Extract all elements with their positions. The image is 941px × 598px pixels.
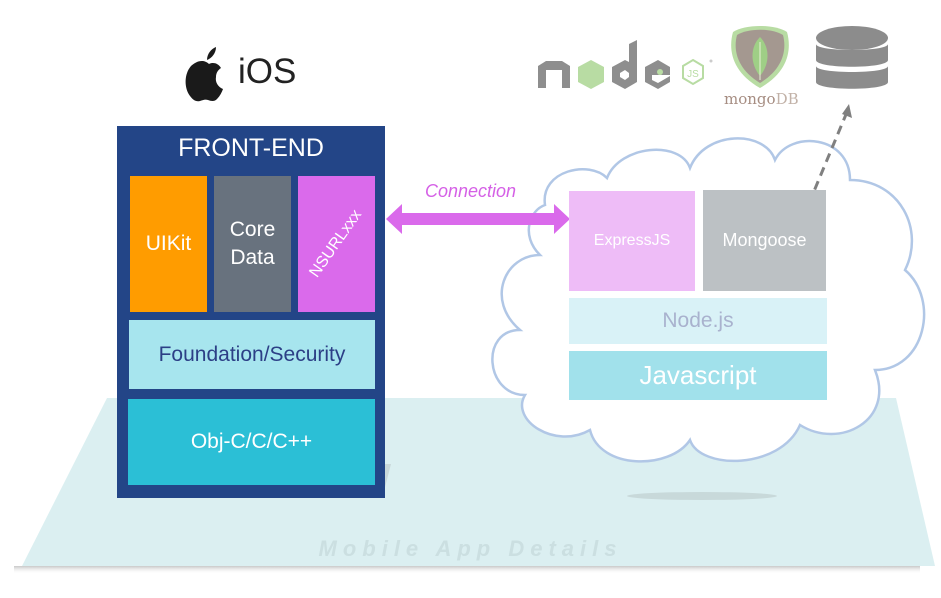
javascript-block: Javascript <box>569 351 827 400</box>
core-data-label-line2: Data <box>230 246 275 269</box>
foundation-security-block: Foundation/Security <box>129 320 375 389</box>
database-icon <box>816 26 888 89</box>
nodejs-label: Node.js <box>662 309 734 332</box>
platform-shadow <box>14 566 920 574</box>
foundation-security-label: Foundation/Security <box>158 342 346 366</box>
ios-label: iOS <box>238 52 297 91</box>
mongoose-label: Mongoose <box>722 230 807 250</box>
nsurl-label: NSURLxxx <box>306 206 366 281</box>
uikit-block: UIKit <box>130 176 207 312</box>
objc-block: Obj-C/C/C++ <box>128 399 375 485</box>
mongodb-leaf-icon <box>731 26 789 88</box>
apple-icon <box>185 47 223 102</box>
uikit-label: UIKit <box>145 232 192 255</box>
db-link-arrowhead-top <box>842 104 852 118</box>
cloud-shadow <box>627 492 777 500</box>
frontend-title: FRONT-END <box>178 134 324 162</box>
mongodb-word-mongo: mongo <box>724 90 776 108</box>
platform-label: Mobile App Details <box>318 536 623 561</box>
svg-text:JS: JS <box>687 69 699 80</box>
mongoose-block: Mongoose <box>703 190 826 291</box>
nodejs-logo-icon: JS <box>538 40 713 89</box>
javascript-label: Javascript <box>639 360 757 390</box>
nodejs-block: Node.js <box>569 298 827 344</box>
expressjs-block: ExpressJS <box>569 191 695 291</box>
objc-label: Obj-C/C/C++ <box>190 430 313 453</box>
connection-arrow <box>386 204 570 234</box>
db-link-line <box>810 111 849 197</box>
mongodb-wordmark: mongoDB <box>724 90 799 108</box>
core-data-label-line1: Core <box>229 218 276 241</box>
connection-label: Connection <box>425 181 517 201</box>
nsurl-block: NSURLxxx <box>298 176 375 312</box>
expressjs-label: ExpressJS <box>593 232 671 249</box>
mongodb-word-db: DB <box>775 90 799 108</box>
